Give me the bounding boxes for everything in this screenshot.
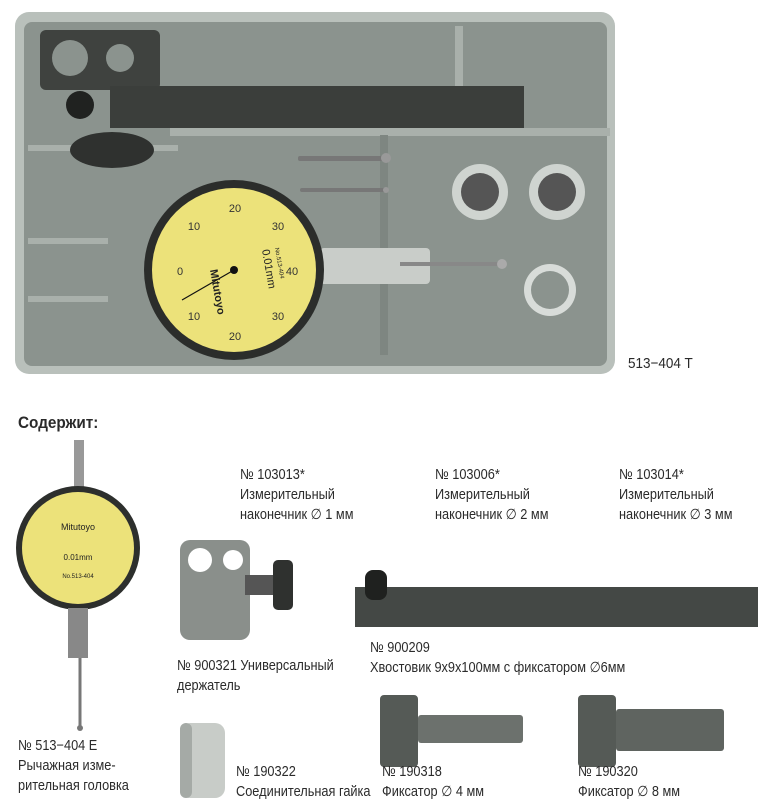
item-103014: № 103014* Измерительный наконечник ∅ 3 м… [619, 465, 732, 525]
clamping-nuts [452, 164, 585, 316]
item-number: № 900209 [370, 640, 430, 656]
item-number: № 103013* [240, 467, 305, 483]
item-name: держатель [177, 678, 241, 694]
item-name: наконечник ∅ 2 мм [435, 507, 549, 523]
item-number: № 103006* [435, 467, 500, 483]
item-name: Измерительный [619, 487, 714, 503]
clamp-4mm-photo [380, 695, 523, 767]
item-number: № 190320 [578, 764, 638, 780]
item-name: Фиксатор ∅ 4 мм [382, 784, 485, 800]
item-900321: № 900321 Универсальный держатель [177, 656, 334, 696]
kit-model-label: 513−404 T [628, 355, 693, 372]
clamp-8mm-photo [578, 695, 724, 767]
item-name: Измерительный [435, 487, 530, 503]
item-190320: № 190320 Фиксатор ∅ 8 мм [578, 762, 680, 802]
dial-tick: 10 [188, 311, 200, 323]
item-name: Рычажная изме- [18, 758, 116, 774]
item-number: № 513−404 E [18, 738, 98, 754]
dial-resolution: 0.01mm [64, 553, 93, 562]
dial-tick: 10 [188, 221, 200, 233]
dial-indicator-head-photo: Mitutoyo 0.01mm No.513-404 [16, 440, 140, 731]
item-900209: № 900209 Хвостовик 9x9x100мм с фиксаторо… [370, 638, 625, 678]
dial-part-number: No.513-404 [273, 247, 284, 280]
dial-tick: 20 [229, 203, 241, 215]
shank-bar [110, 86, 524, 128]
item-190322: № 190322 Соединительная гайка [236, 762, 371, 802]
item-number: № 103014* [619, 467, 684, 483]
dial-tick: 40 [286, 266, 298, 278]
universal-holder [40, 30, 160, 168]
measuring-tips [298, 153, 391, 193]
item-103006: № 103006* Измерительный наконечник ∅ 2 м… [435, 465, 548, 525]
dial-brand: Mitutoyo [61, 522, 95, 532]
item-190318: № 190318 Фиксатор ∅ 4 мм [382, 762, 484, 802]
item-name: рительная головка [18, 778, 129, 794]
item-name: Соединительная гайка [236, 784, 371, 800]
dial-tick: 20 [229, 331, 241, 343]
dial-indicator: 0 10 20 30 40 10 20 30 Mitutoyo 0.01mm N… [144, 180, 507, 360]
shank-bar-photo [355, 570, 758, 627]
contents-heading: Содержит: [18, 413, 99, 432]
dial-tick: 30 [272, 221, 284, 233]
universal-holder-photo [180, 540, 293, 640]
item-name: наконечник ∅ 3 мм [619, 507, 733, 523]
clamping-nut-photo [180, 723, 225, 798]
item-name: Фиксатор ∅ 8 мм [578, 784, 681, 800]
item-103013: № 103013* Измерительный наконечник ∅ 1 м… [240, 465, 353, 525]
item-number: № 900321 Универсальный [177, 658, 334, 674]
item-number: № 190318 [382, 764, 442, 780]
kit-case-photo: 0 10 20 30 40 10 20 30 Mitutoyo 0.01mm N… [15, 12, 615, 374]
item-name: Хвостовик 9x9x100мм с фиксатором ∅6мм [370, 660, 626, 676]
item-name: Измерительный [240, 487, 335, 503]
item-name: наконечник ∅ 1 мм [240, 507, 354, 523]
item-513-404e: № 513−404 E Рычажная изме- рительная гол… [18, 736, 129, 796]
dial-tick: 30 [272, 311, 284, 323]
dial-tick: 0 [177, 266, 183, 278]
item-number: № 190322 [236, 764, 296, 780]
dial-part-number: No.513-404 [62, 574, 94, 580]
